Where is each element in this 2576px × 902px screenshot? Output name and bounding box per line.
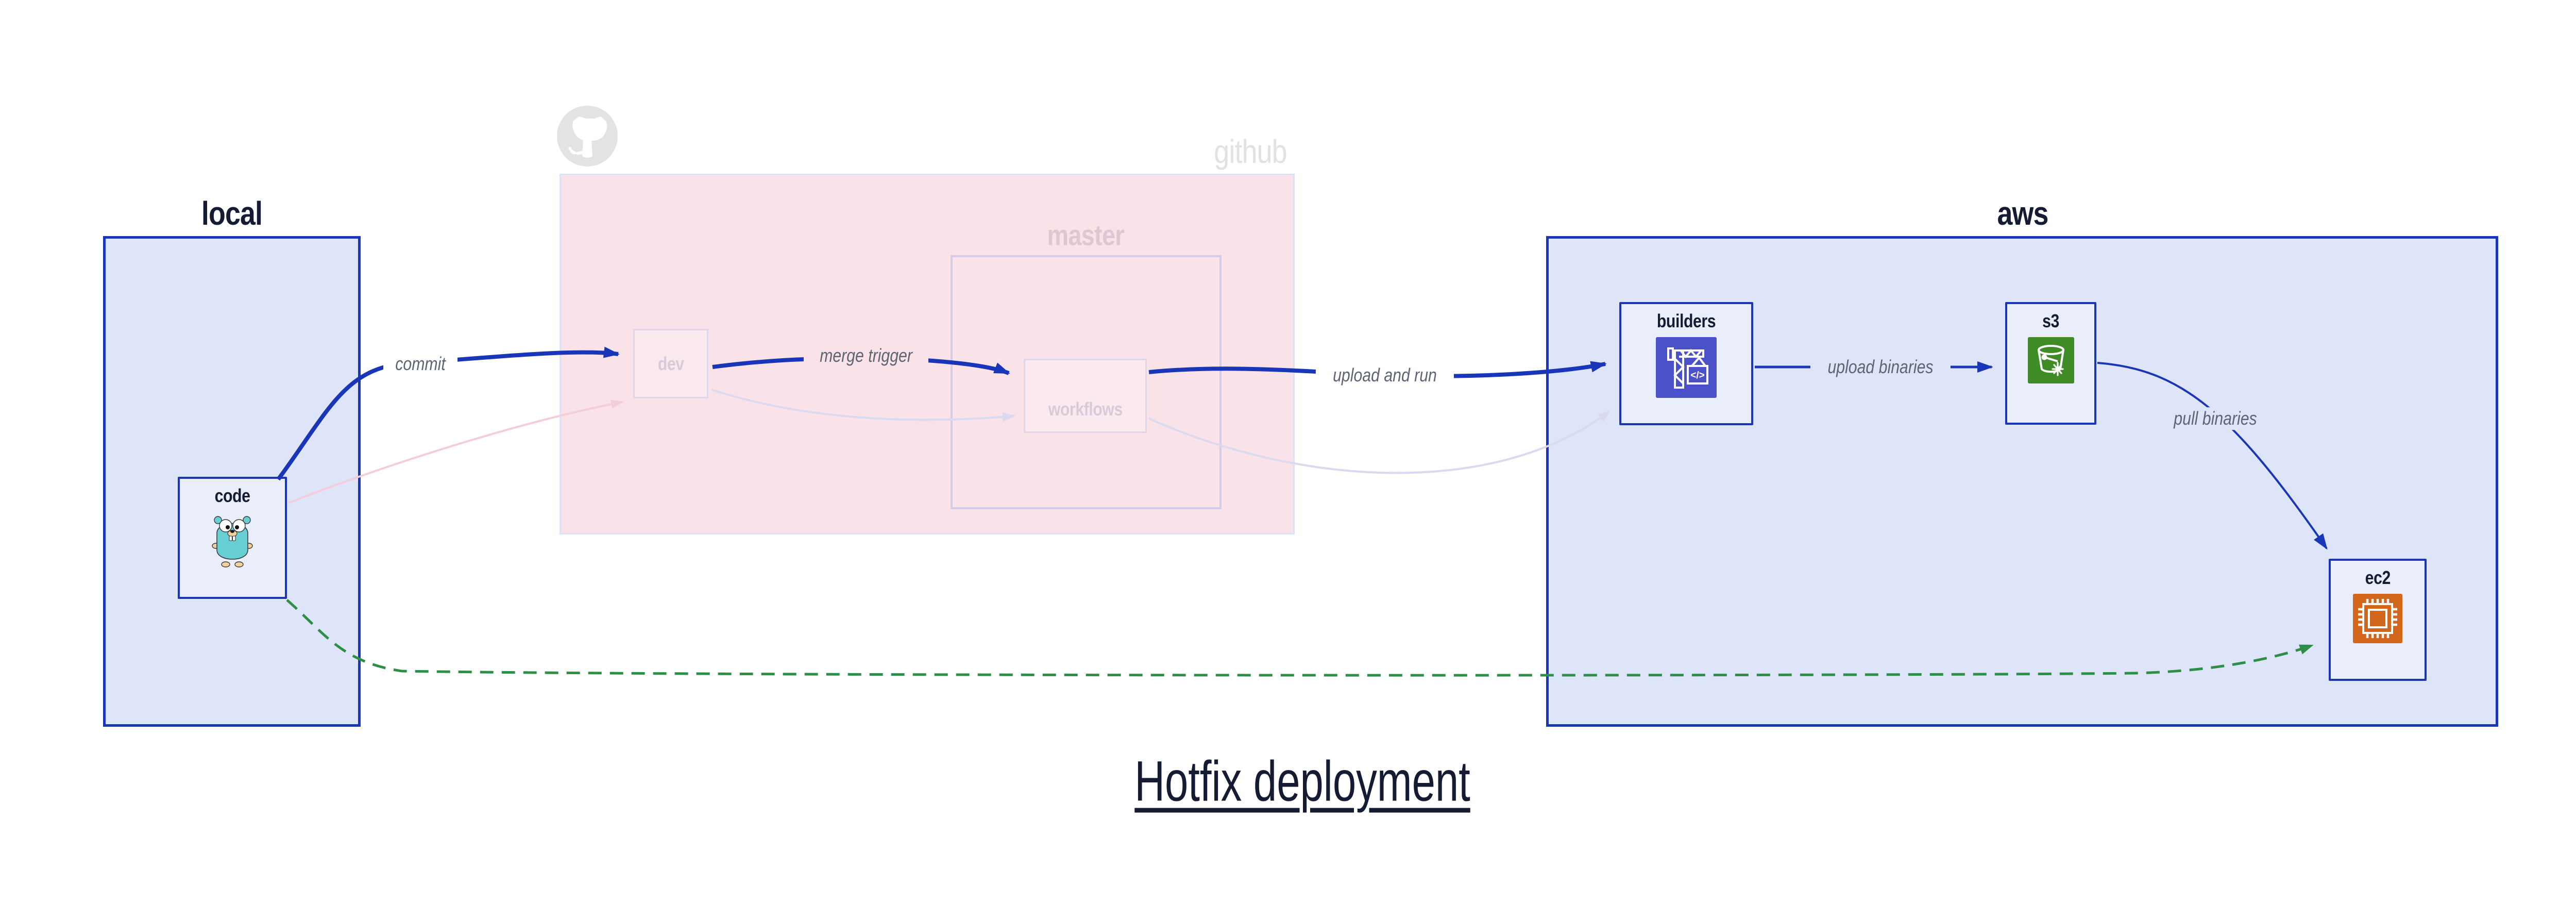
edge-label-upload-and-run: upload and run	[1315, 364, 1454, 387]
node-ec2: ec2	[2329, 559, 2427, 681]
node-s3-label: s3	[2042, 310, 2059, 331]
node-code: code	[178, 477, 287, 599]
node-dev-label: dev	[657, 353, 684, 374]
page-title: Hotfix deployment	[1134, 749, 1470, 813]
group-label-aws: aws	[1997, 195, 2048, 232]
node-workflows: workflows	[1024, 359, 1147, 433]
group-label-github: github	[1214, 133, 1287, 170]
edge-label-upload-binaries: upload binaries	[1810, 356, 1951, 378]
edge-label-merge-trigger: merge trigger	[803, 344, 929, 367]
node-s3: s3	[2005, 302, 2096, 425]
node-dev: dev	[633, 329, 708, 398]
group-box-master	[951, 255, 1222, 509]
group-label-local: local	[201, 195, 263, 232]
edge-label-pull-binaries: pull binaries	[2158, 407, 2273, 430]
ec2-chip-icon	[2353, 594, 2402, 643]
octocat-icon	[556, 105, 618, 167]
s3-bucket-icon	[2027, 337, 2074, 383]
gopher-icon	[212, 512, 253, 571]
node-code-label: code	[214, 485, 250, 506]
codebuild-crane-icon: </>	[1656, 337, 1717, 398]
svg-text:</>: </>	[1690, 370, 1704, 381]
group-label-master: master	[1047, 219, 1124, 252]
node-workflows-label: workflows	[1048, 398, 1123, 420]
node-builders-label: builders	[1656, 310, 1716, 331]
edge-label-commit: commit	[383, 353, 457, 375]
node-builders: builders </>	[1619, 302, 1753, 425]
node-ec2-label: ec2	[2365, 567, 2391, 588]
